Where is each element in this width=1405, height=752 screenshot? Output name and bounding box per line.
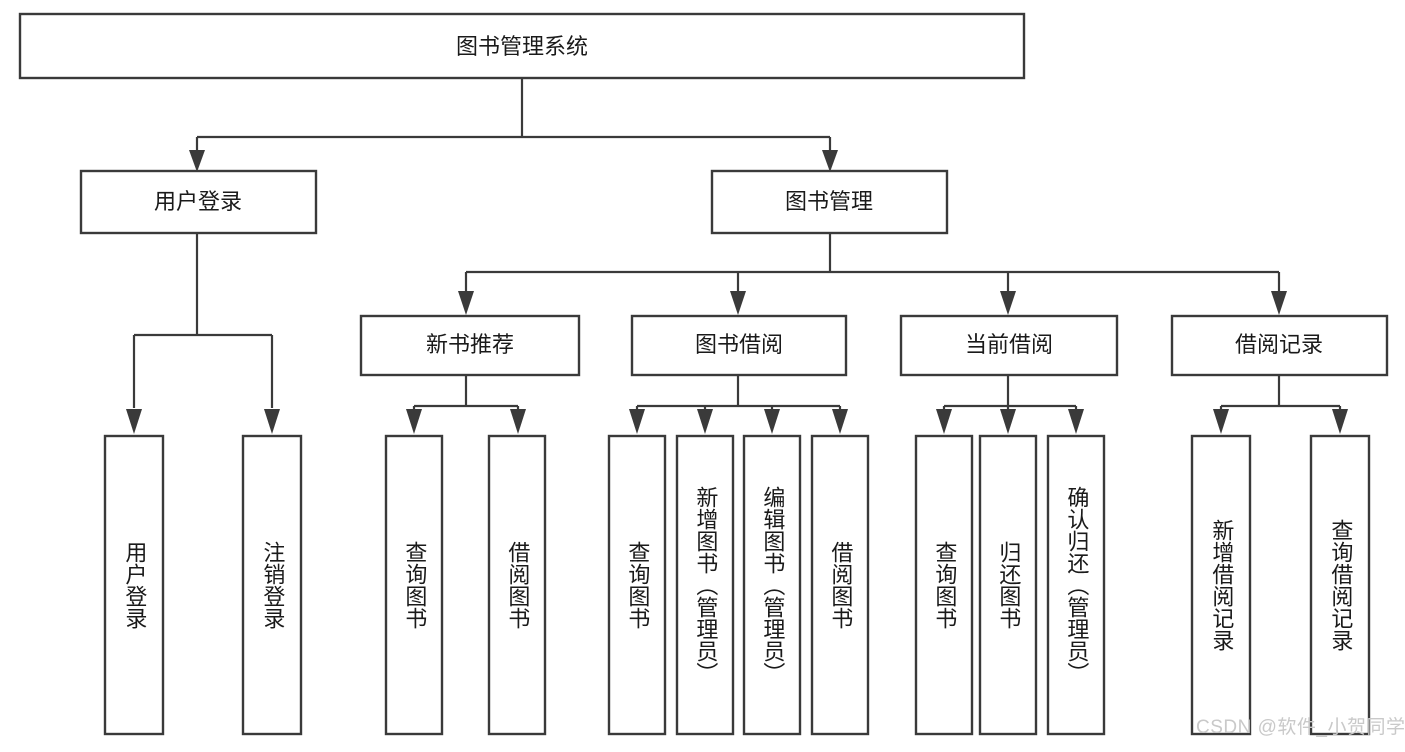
connector-new-book-trunk <box>412 376 520 412</box>
arrow-leaf-book-borrow-1 <box>629 409 645 434</box>
leaf-new-book-1-label: 查询图书 <box>402 541 428 629</box>
connector-book-borrow-trunk <box>635 376 842 412</box>
leaf-user-login-1[interactable]: 用户登录 <box>103 434 165 736</box>
leaf-book-borrow-4[interactable]: 借阅图书 <box>810 434 870 736</box>
node-new-book-recommend-label: 新书推荐 <box>426 332 514 357</box>
csdn-watermark: CSDN @软件_小贺同学 <box>1196 716 1405 738</box>
node-book-borrow[interactable]: 图书借阅 <box>630 314 848 377</box>
node-user-login-label: 用户登录 <box>154 189 242 214</box>
leaf-borrow-record-1-label: 新增借阅记录 <box>1209 519 1235 651</box>
arrow-leaf-borrow-record-1 <box>1213 409 1229 434</box>
arrow-leaf-book-borrow-4 <box>832 409 848 434</box>
leaf-current-borrow-2[interactable]: 归还图书 <box>978 434 1038 736</box>
node-book-management[interactable]: 图书管理 <box>710 169 949 235</box>
arrow-leaf-book-borrow-2 <box>697 409 713 434</box>
leaf-current-borrow-1[interactable]: 查询图书 <box>914 434 974 736</box>
arrow-leaf-user-login-2 <box>264 409 280 434</box>
leaf-current-borrow-3[interactable]: 确认归还（管理员） <box>1046 434 1106 736</box>
arrow-to-book-borrow <box>730 291 746 315</box>
connector-layer <box>126 79 1348 434</box>
connector-current-borrow-trunk <box>942 376 1078 412</box>
connector-root-trunk <box>195 79 832 160</box>
node-current-borrow[interactable]: 当前借阅 <box>899 314 1119 377</box>
arrow-to-current-borrow <box>1000 291 1016 315</box>
node-book-management-label: 图书管理 <box>785 189 873 214</box>
leaf-user-login-2[interactable]: 注销登录 <box>241 434 303 736</box>
leaf-current-borrow-3-label: 确认归还（管理员） <box>1064 486 1090 684</box>
arrow-to-new-book <box>458 291 474 315</box>
arrow-leaf-new-book-1 <box>406 409 422 434</box>
connector-user-login-trunk <box>132 233 274 408</box>
node-root[interactable]: 图书管理系统 <box>18 12 1026 80</box>
leaf-book-borrow-2-label: 新增图书（管理员） <box>693 486 719 684</box>
arrow-leaf-current-borrow-3 <box>1068 409 1084 434</box>
node-root-label: 图书管理系统 <box>456 34 588 59</box>
arrow-leaf-borrow-record-2 <box>1332 409 1348 434</box>
connector-book-management-trunk <box>464 233 1281 292</box>
node-book-borrow-label: 图书借阅 <box>695 332 783 357</box>
arrow-to-user-login <box>189 150 205 172</box>
leaf-book-borrow-2[interactable]: 新增图书（管理员） <box>675 434 735 736</box>
arrow-leaf-book-borrow-3 <box>764 409 780 434</box>
leaf-book-borrow-3-label: 编辑图书（管理员） <box>760 486 786 684</box>
node-borrow-record-label: 借阅记录 <box>1235 332 1323 357</box>
leaf-book-borrow-3[interactable]: 编辑图书（管理员） <box>742 434 802 736</box>
leaf-book-borrow-1-label: 查询图书 <box>625 541 651 629</box>
node-new-book-recommend[interactable]: 新书推荐 <box>359 314 581 377</box>
leaf-book-borrow-4-label: 借阅图书 <box>828 541 854 629</box>
arrow-leaf-current-borrow-2 <box>1000 409 1016 434</box>
leaf-borrow-record-1[interactable]: 新增借阅记录 <box>1190 434 1252 736</box>
leaf-borrow-record-2[interactable]: 查询借阅记录 <box>1309 434 1371 736</box>
leaf-new-book-1[interactable]: 查询图书 <box>384 434 444 736</box>
node-borrow-record[interactable]: 借阅记录 <box>1170 314 1389 377</box>
leaf-new-book-2-label: 借阅图书 <box>505 541 531 629</box>
leaf-user-login-1-label: 用户登录 <box>122 541 148 629</box>
arrow-to-book-management <box>822 150 838 172</box>
node-user-login[interactable]: 用户登录 <box>79 169 318 235</box>
leaf-user-login-2-label: 注销登录 <box>260 541 286 629</box>
leaf-borrow-record-2-label: 查询借阅记录 <box>1328 519 1354 651</box>
leaf-current-borrow-2-label: 归还图书 <box>996 541 1022 629</box>
node-current-borrow-label: 当前借阅 <box>965 332 1053 357</box>
arrow-to-borrow-record <box>1271 291 1287 315</box>
leaf-current-borrow-1-label: 查询图书 <box>932 541 958 629</box>
leaf-new-book-2[interactable]: 借阅图书 <box>487 434 547 736</box>
arrow-leaf-new-book-2 <box>510 409 526 434</box>
connector-borrow-record-trunk <box>1219 376 1342 412</box>
arrow-leaf-user-login-1 <box>126 409 142 434</box>
arrow-leaf-current-borrow-1 <box>936 409 952 434</box>
leaf-book-borrow-1[interactable]: 查询图书 <box>607 434 667 736</box>
